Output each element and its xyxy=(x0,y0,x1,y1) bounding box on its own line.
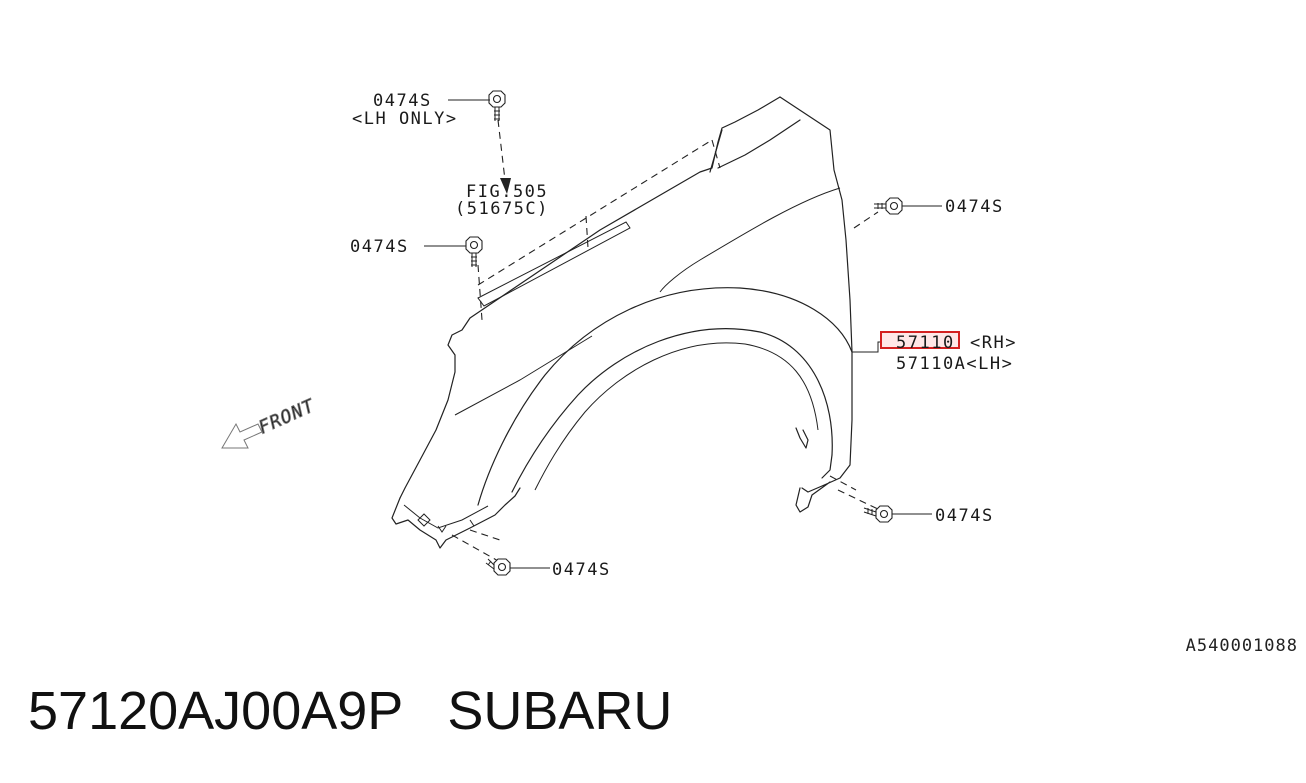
bolt-left-icon xyxy=(465,236,483,267)
callout-part-rh-number[interactable]: 57110 xyxy=(896,333,955,353)
bolt-bottom-icon xyxy=(485,558,511,576)
callout-bolt-top: 0474S xyxy=(373,91,432,111)
part-number: 57120AJ00A9P xyxy=(28,681,403,741)
callout-bolt-top-note: <LH ONLY> xyxy=(352,109,458,129)
callout-bolt-right-top: 0474S xyxy=(945,197,1004,217)
front-direction-indicator: FRONT xyxy=(221,395,319,449)
front-label: FRONT xyxy=(255,395,318,438)
bolt-top-icon xyxy=(488,90,506,121)
part-title: 57120AJ00A9P SUBARU xyxy=(28,684,672,738)
callout-bolt-left: 0474S xyxy=(350,237,409,257)
callout-fig-ref-code: (51675C) xyxy=(455,199,549,219)
callout-bolt-right-bottom: 0474S xyxy=(935,506,994,526)
fender-outline xyxy=(391,96,853,549)
leader-lines xyxy=(424,99,942,569)
bolt-right-top-icon xyxy=(874,197,903,215)
front-arrow-icon xyxy=(221,422,263,449)
callout-part-rh-side: <RH> xyxy=(970,333,1017,353)
bolt-right-bottom-icon xyxy=(863,505,893,523)
part-highlight-box xyxy=(880,331,960,349)
diagram-reference-code: A540001088 xyxy=(1185,636,1298,656)
callout-part-lh: 57110A<LH> xyxy=(896,354,1013,374)
callout-bolt-bottom: 0474S xyxy=(552,560,611,580)
assembly-dashed-lines xyxy=(451,119,881,563)
callout-fig-ref: FIG.505 xyxy=(466,182,548,202)
fig-ref-arrow xyxy=(500,178,511,194)
part-brand: SUBARU xyxy=(447,681,673,741)
